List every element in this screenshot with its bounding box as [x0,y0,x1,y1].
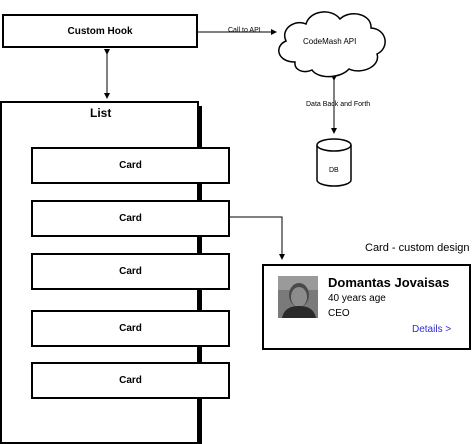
person-role: CEO [328,308,350,319]
custom-card: Domantas Jovaisas 40 years age CEO Detai… [262,264,471,350]
person-age: 40 years age [328,293,386,304]
person-name: Domantas Jovaisas [328,275,450,290]
avatar [278,276,318,318]
card-label: Card [119,375,142,386]
card-3: Card [31,253,230,290]
custom-card-caption: Card - custom design [365,242,470,254]
list-title: List [90,106,112,120]
card-label: Card [119,213,142,224]
database-icon [316,138,352,187]
custom-hook-box: Custom Hook [2,14,198,48]
card-4: Card [31,310,230,347]
card-5: Card [31,362,230,399]
db-label: DB [329,167,339,174]
call-to-api-label: Call to API [228,27,261,34]
custom-hook-label: Custom Hook [67,25,133,37]
card-label: Card [119,323,142,334]
card-1: Card [31,147,230,184]
person-photo-icon [278,276,318,318]
card-label: Card [119,266,142,277]
card-label: Card [119,160,142,171]
api-label: CodeMash API [303,37,357,46]
details-link[interactable]: Details > [412,324,452,335]
cloud-icon [278,11,386,78]
data-back-forth-label: Data Back and Forth [306,101,371,108]
card-2: Card [31,200,230,237]
card-to-custom-arrow [230,216,285,260]
